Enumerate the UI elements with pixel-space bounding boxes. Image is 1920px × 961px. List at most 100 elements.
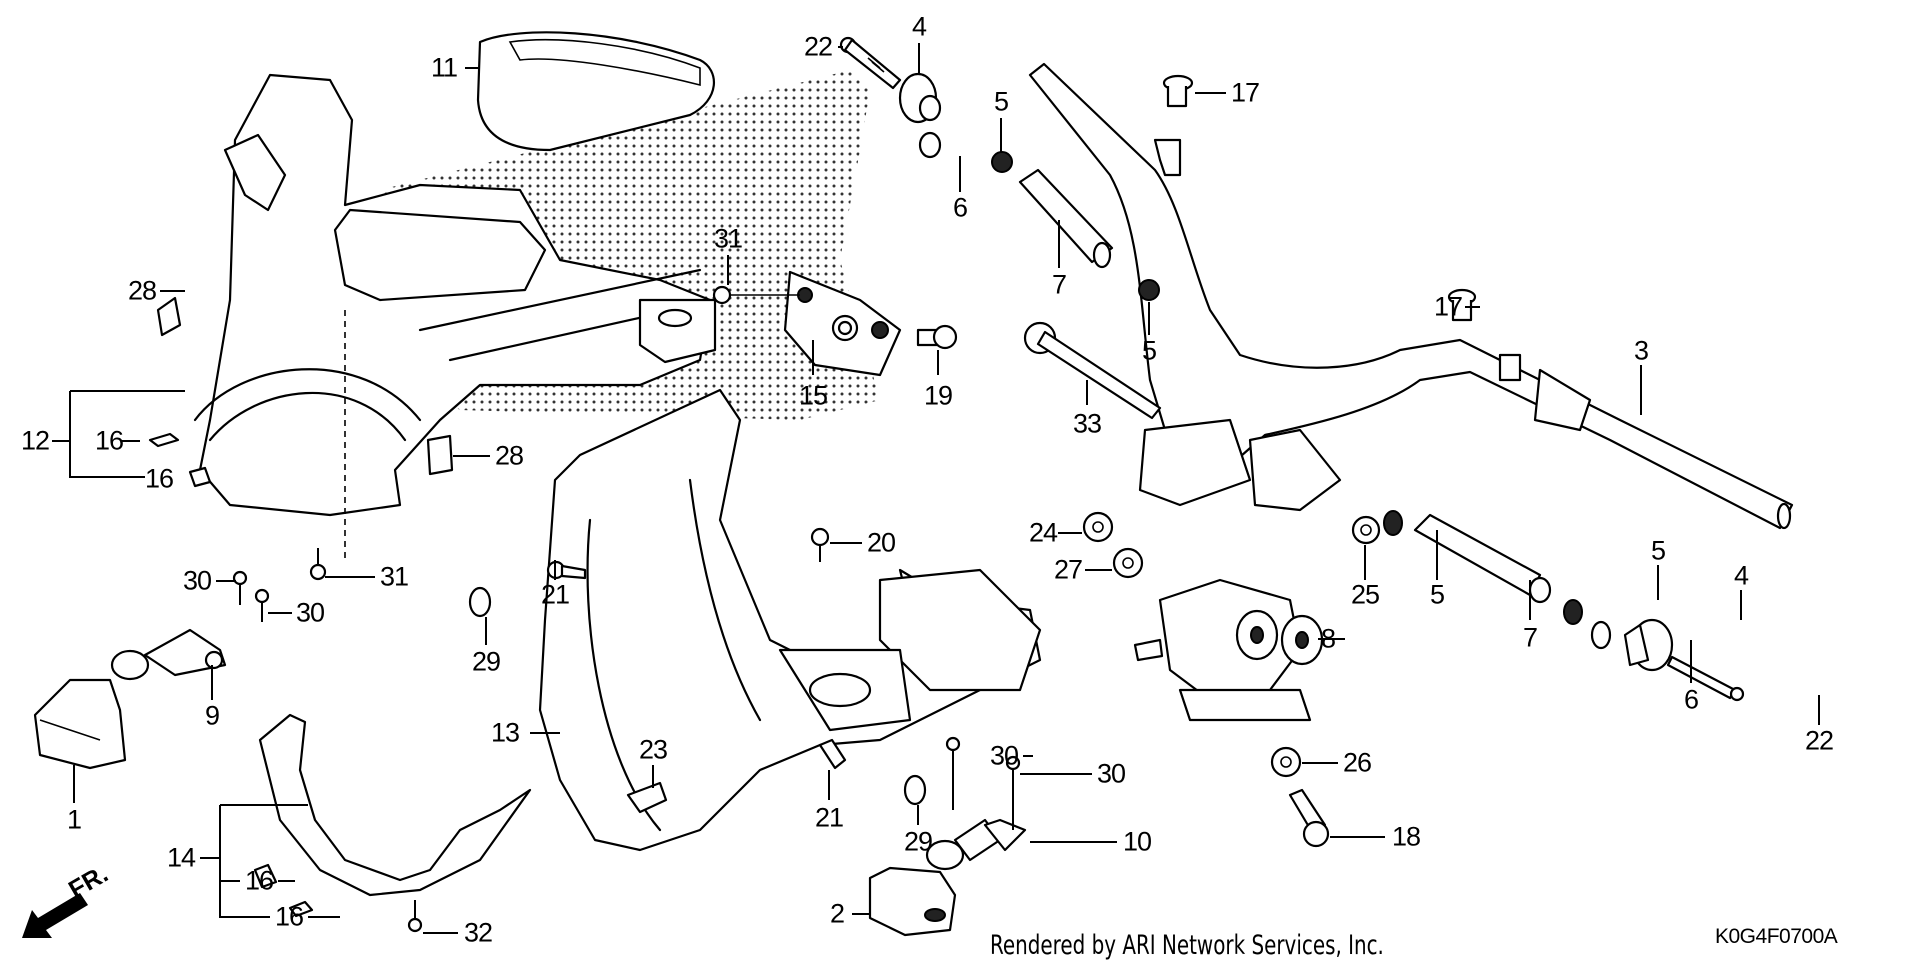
- nut-mid-part: [1138, 279, 1160, 301]
- bolt-18-part: [1288, 788, 1330, 848]
- callout-25[interactable]: 25: [1350, 579, 1380, 610]
- callout-33[interactable]: 33: [1072, 408, 1102, 439]
- callout-21[interactable]: 21: [540, 579, 570, 610]
- nut-25-part: [1351, 515, 1381, 545]
- callout-5[interactable]: 5: [1429, 579, 1445, 610]
- callout-7[interactable]: 7: [1051, 269, 1067, 300]
- screw-30c-part: [945, 736, 961, 810]
- screw-29a-part: [468, 586, 492, 618]
- collar-top-part: [1162, 74, 1194, 108]
- callout-14[interactable]: 14: [166, 842, 196, 873]
- screw-30d-part: [1005, 755, 1021, 830]
- callout-18[interactable]: 18: [1391, 821, 1421, 852]
- meter-visor-part: [476, 31, 715, 152]
- washer-27-part: [1112, 547, 1144, 579]
- callout-8[interactable]: 8: [1320, 623, 1336, 654]
- callout-30[interactable]: 30: [295, 597, 325, 628]
- callout-28[interactable]: 28: [127, 275, 157, 306]
- callout-5[interactable]: 5: [1141, 335, 1157, 366]
- bolt-22-right-part: [1666, 655, 1745, 702]
- stay-9-part: [110, 628, 227, 681]
- callout-30[interactable]: 30: [989, 740, 1019, 771]
- clip-top-part: [918, 131, 942, 159]
- callout-17[interactable]: 17: [1433, 291, 1463, 322]
- clip-right-part: [1590, 620, 1612, 650]
- callout-6[interactable]: 6: [1683, 684, 1699, 715]
- callout-4[interactable]: 4: [1733, 560, 1749, 591]
- bolt-22-top-part: [839, 36, 902, 90]
- callout-6[interactable]: 6: [952, 192, 968, 223]
- left-switch-cover-part: [33, 678, 127, 770]
- callout-16[interactable]: 16: [144, 463, 174, 494]
- callout-5[interactable]: 5: [993, 86, 1009, 117]
- callout-30[interactable]: 30: [182, 565, 212, 596]
- handle-holder-part: [1133, 578, 1324, 722]
- lower-cover-part: [258, 713, 532, 897]
- nut-right-b-part: [1563, 599, 1583, 625]
- handlebar-weight-top-part: [898, 72, 942, 124]
- front-handle-cover-part: [193, 73, 722, 560]
- credit-text: Rendered by ARI Network Services, Inc.: [990, 930, 1384, 961]
- callout-16[interactable]: 16: [244, 865, 274, 896]
- handlebar-weight-right-part: [1623, 618, 1674, 672]
- washer-26-part: [1270, 746, 1302, 778]
- screw-30b-part: [254, 588, 270, 622]
- callout-32[interactable]: 32: [463, 917, 493, 948]
- cushion-a-part: [148, 432, 180, 448]
- callout-31[interactable]: 31: [713, 223, 743, 254]
- callout-28[interactable]: 28: [494, 440, 524, 471]
- callout-5[interactable]: 5: [1650, 535, 1666, 566]
- nut-right-a-part: [1383, 510, 1403, 536]
- inner-weight-right-part: [1413, 513, 1552, 604]
- callout-2[interactable]: 2: [829, 898, 845, 929]
- callout-3[interactable]: 3: [1633, 335, 1649, 366]
- callout-1[interactable]: 1: [66, 804, 82, 835]
- nut-top-part: [991, 151, 1013, 173]
- callout-27[interactable]: 27: [1053, 554, 1083, 585]
- callout-13[interactable]: 13: [490, 717, 520, 748]
- callout-29[interactable]: 29: [471, 646, 501, 677]
- callout-17[interactable]: 17: [1230, 77, 1260, 108]
- bolt-33-part: [1023, 321, 1162, 420]
- inner-weight-top-part: [1018, 168, 1114, 269]
- callout-21[interactable]: 21: [814, 802, 844, 833]
- callout-16[interactable]: 16: [94, 425, 124, 456]
- callout-4[interactable]: 4: [911, 11, 927, 42]
- callout-15[interactable]: 15: [798, 380, 828, 411]
- clip-nut-28a-part: [156, 296, 182, 337]
- clip-20-part: [810, 527, 830, 562]
- cushion-c-part: [253, 863, 278, 889]
- front-direction-arrow-icon: [22, 893, 88, 938]
- callout-23[interactable]: 23: [638, 734, 668, 765]
- collar-mid-part: [1447, 288, 1477, 322]
- diagram-code: K0G4F0700A: [1715, 925, 1838, 948]
- clip-23-part: [626, 781, 668, 814]
- bolt-21b-part: [818, 738, 847, 770]
- cushion-d-part: [288, 900, 314, 918]
- leader-lines: [52, 43, 1820, 934]
- callout-20[interactable]: 20: [866, 527, 896, 558]
- callout-12[interactable]: 12: [20, 425, 50, 456]
- callout-11[interactable]: 11: [430, 52, 458, 83]
- callout-9[interactable]: 9: [204, 700, 220, 731]
- screw-32-part: [407, 900, 423, 933]
- stay-10-part: [925, 818, 1027, 871]
- callout-22[interactable]: 22: [803, 31, 833, 62]
- callout-26[interactable]: 26: [1342, 747, 1372, 778]
- screw-30a-part: [232, 570, 248, 605]
- callout-22[interactable]: 22: [1804, 725, 1834, 756]
- right-switch-cover-part: [868, 866, 957, 937]
- callout-19[interactable]: 19: [923, 380, 953, 411]
- callout-10[interactable]: 10: [1122, 826, 1152, 857]
- clip-nut-28b-part: [426, 434, 454, 476]
- callout-16[interactable]: 16: [274, 901, 304, 932]
- callout-30[interactable]: 30: [1096, 758, 1126, 789]
- callout-24[interactable]: 24: [1028, 517, 1058, 548]
- callout-31[interactable]: 31: [379, 561, 409, 592]
- callout-29[interactable]: 29: [903, 826, 933, 857]
- steering-handlebar-part: [1028, 62, 1794, 530]
- screw-31a-part: [309, 548, 327, 581]
- callout-7[interactable]: 7: [1522, 622, 1538, 653]
